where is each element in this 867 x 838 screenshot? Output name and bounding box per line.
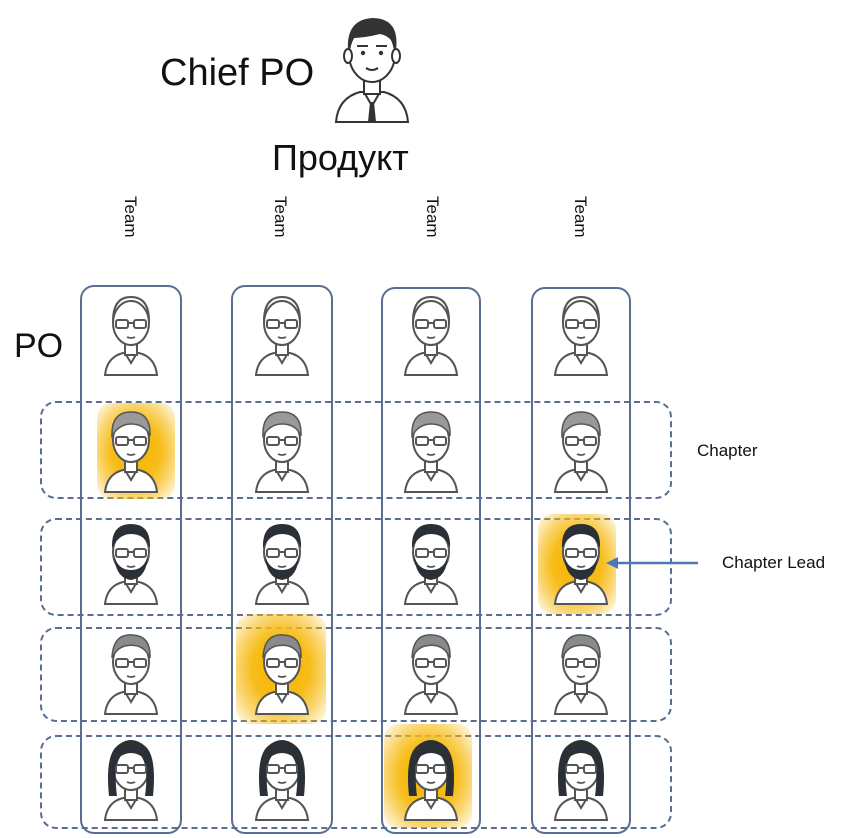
chapter-lead-label: Chapter Lead [722, 553, 826, 572]
bald-glasses-avatar-icon [101, 291, 161, 376]
team-column-1 [80, 285, 182, 834]
chapter-row-4 [40, 735, 672, 829]
grey-hair-glasses-avatar-icon [401, 630, 461, 715]
chief-po-avatar-icon [330, 6, 414, 124]
grey-hair-glasses-avatar-icon [551, 630, 611, 715]
short-hair-glasses-avatar-icon [101, 408, 161, 493]
short-hair-glasses-avatar-icon [401, 408, 461, 493]
chapter-row-1 [40, 401, 672, 499]
short-hair-glasses-avatar-icon [252, 408, 312, 493]
bald-glasses-avatar-icon [401, 291, 461, 376]
chapter-row-3 [40, 627, 672, 722]
bearded-dark-hair-avatar-icon [401, 520, 461, 605]
bald-glasses-avatar-icon [252, 291, 312, 376]
long-hair-woman-avatar-icon [101, 736, 161, 821]
chapter-row-2 [40, 518, 672, 616]
long-hair-woman-avatar-icon [252, 736, 312, 821]
team-column-3 [381, 287, 481, 834]
team-column-2 [231, 285, 333, 834]
po-row-label: PO [14, 327, 64, 365]
bearded-dark-hair-avatar-icon [101, 520, 161, 605]
chapter-label: Chapter [697, 441, 758, 460]
short-hair-glasses-avatar-icon [551, 408, 611, 493]
chapter-lead-arrow [604, 555, 700, 571]
bearded-dark-hair-avatar-icon [551, 520, 611, 605]
chief-po-label: Chief PO [160, 52, 315, 94]
grey-hair-glasses-avatar-icon [252, 630, 312, 715]
long-hair-woman-avatar-icon [551, 736, 611, 821]
grey-hair-glasses-avatar-icon [101, 630, 161, 715]
bearded-dark-hair-avatar-icon [252, 520, 312, 605]
long-hair-woman-avatar-icon [401, 736, 461, 821]
product-label: Продукт [272, 137, 409, 178]
team-column-4 [531, 287, 631, 834]
bald-glasses-avatar-icon [551, 291, 611, 376]
